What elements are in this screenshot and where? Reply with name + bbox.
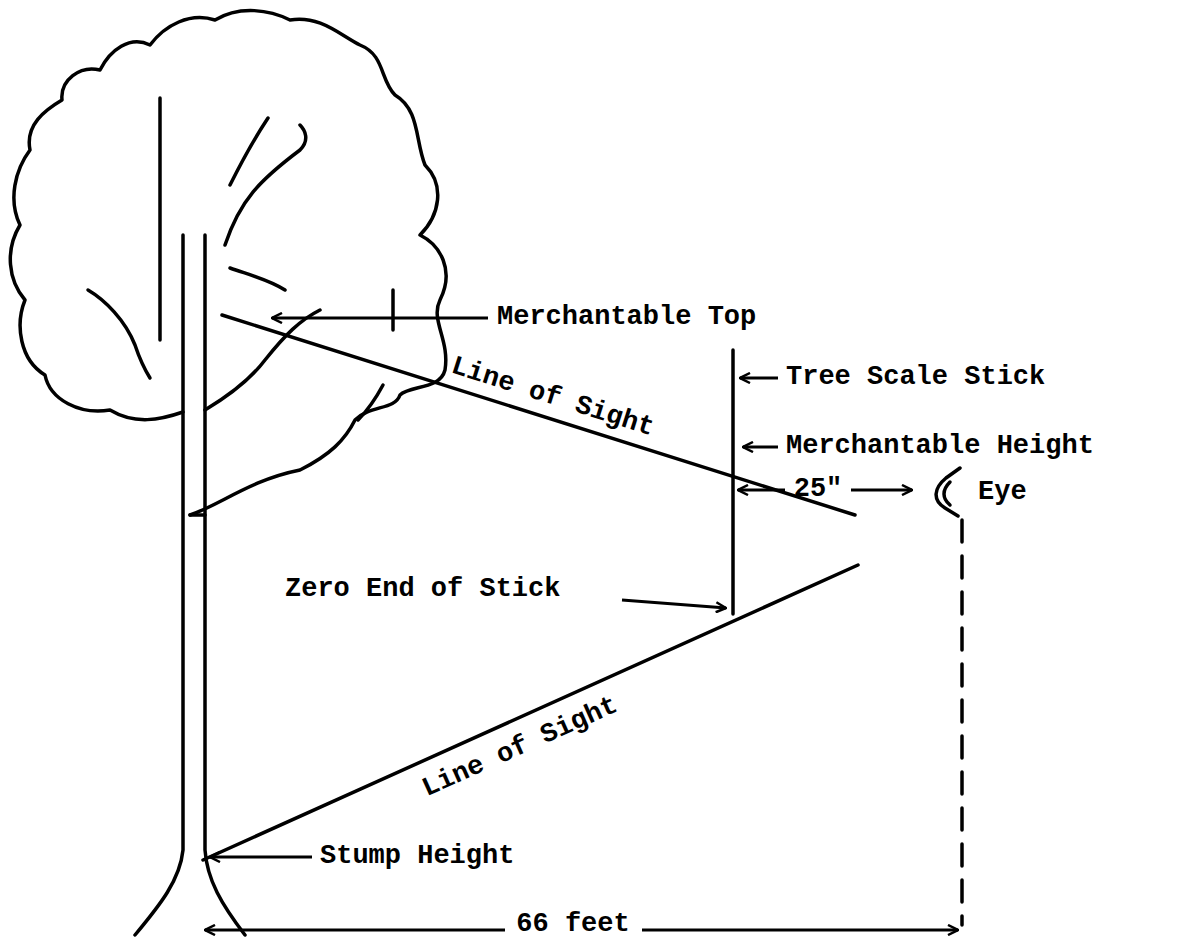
line-label: Line of Sight xyxy=(447,352,657,444)
dimension-label: 25" xyxy=(794,475,843,505)
tree-branch xyxy=(358,385,383,420)
dimension-label: 66 feet xyxy=(516,910,629,940)
dimension-arrow xyxy=(851,489,912,492)
scale-stick xyxy=(731,350,735,614)
tree-branch xyxy=(230,268,285,290)
tree-branch xyxy=(205,310,320,410)
part-label: Merchantable Height xyxy=(786,432,1094,462)
tree-branch xyxy=(391,290,395,330)
part-label: Tree Scale Stick xyxy=(786,363,1045,393)
part-label: Stump Height xyxy=(320,842,514,872)
tree-branch xyxy=(225,125,306,245)
dashed-line xyxy=(960,520,964,925)
tree-branch xyxy=(88,290,150,378)
part-label: Eye xyxy=(978,478,1027,508)
line-of-sight xyxy=(222,315,855,515)
leader-arrow xyxy=(740,377,778,380)
tree-trunk xyxy=(205,235,245,935)
tree-crown xyxy=(10,11,446,515)
line-of-sight xyxy=(203,565,858,860)
leader-arrow xyxy=(743,446,778,449)
leader-arrow xyxy=(622,600,726,608)
leader-arrow xyxy=(210,856,312,859)
eye-symbol xyxy=(936,468,960,516)
eye-symbol xyxy=(944,482,950,505)
dimension-arrow xyxy=(642,929,958,932)
leader-arrow xyxy=(272,317,488,320)
dimension-arrow xyxy=(738,489,785,492)
part-label: Merchantable Top xyxy=(497,303,756,333)
dimension-arrow xyxy=(205,929,505,932)
part-label: Zero End of Stick xyxy=(285,575,560,605)
tree-branch xyxy=(230,118,268,185)
tree-branch xyxy=(190,513,205,517)
